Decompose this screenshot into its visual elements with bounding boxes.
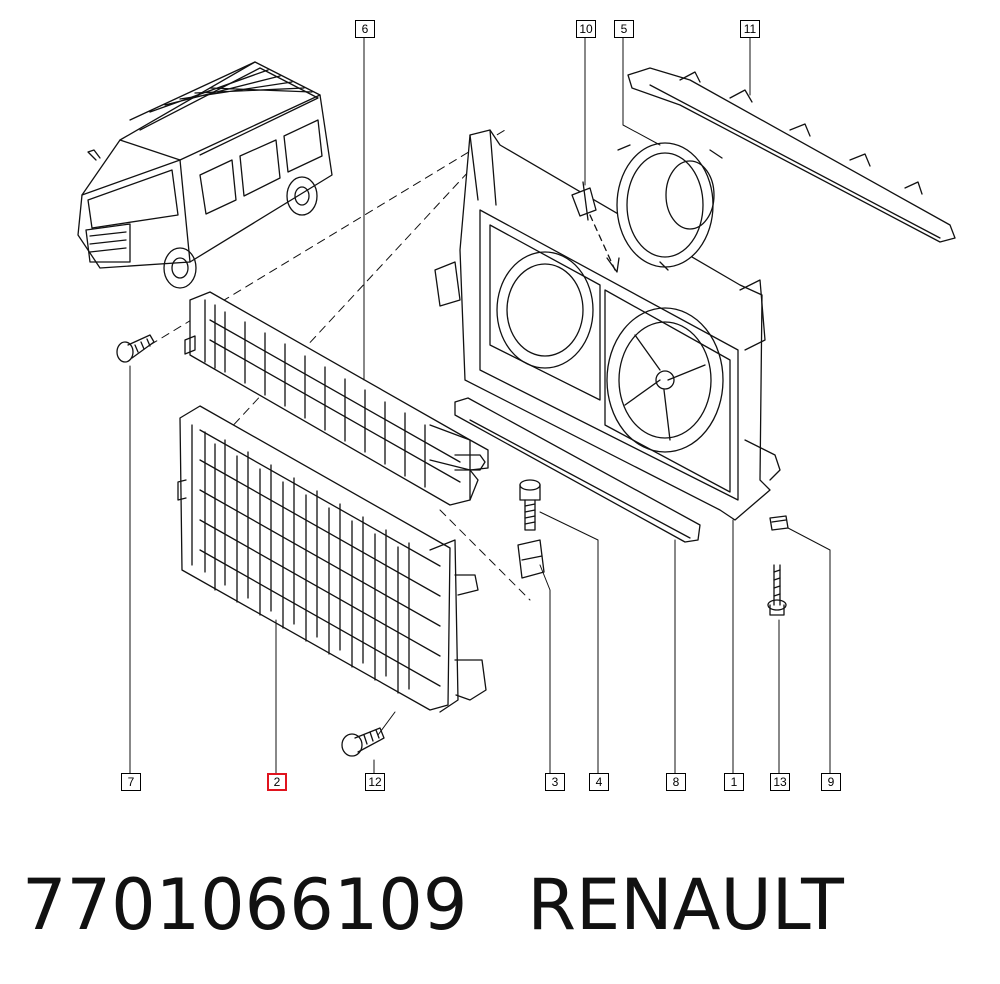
bush-part-3 <box>517 539 545 579</box>
callout-4: 4 <box>589 773 609 791</box>
fan-shroud-part-5 <box>616 142 723 271</box>
callout-13: 13 <box>770 773 790 791</box>
callout-3: 3 <box>545 773 565 791</box>
part-number: 7701066109 <box>22 864 468 946</box>
fan-frame-part-1 <box>434 129 781 521</box>
callout-8: 8 <box>666 773 686 791</box>
callout-5: 5 <box>614 20 634 38</box>
screw-part-7 <box>116 334 155 363</box>
clip-part-10 <box>571 181 620 273</box>
callout-10: 10 <box>576 20 596 38</box>
callout-9: 9 <box>821 773 841 791</box>
bolt-part-4 <box>519 479 541 531</box>
callout-2-highlighted: 2 <box>267 773 287 791</box>
van-illustration <box>77 61 333 289</box>
upper-bracket-part-11 <box>627 67 956 243</box>
lower-bar-part-8 <box>454 397 701 543</box>
callout-7: 7 <box>121 773 141 791</box>
callout-1: 1 <box>724 773 744 791</box>
part-caption: 7701066109 RENAULT <box>22 860 982 950</box>
brand-name: RENAULT <box>527 864 844 946</box>
radiator-part-2 <box>177 405 487 713</box>
callout-12: 12 <box>365 773 385 791</box>
bolt-part-13 <box>767 564 787 616</box>
screw-part-12 <box>341 727 385 757</box>
grommet-part-9 <box>769 515 789 531</box>
callout-6: 6 <box>355 20 375 38</box>
intercooler-part-6 <box>184 291 489 506</box>
leader-lines <box>129 36 831 774</box>
callout-11: 11 <box>740 20 760 38</box>
